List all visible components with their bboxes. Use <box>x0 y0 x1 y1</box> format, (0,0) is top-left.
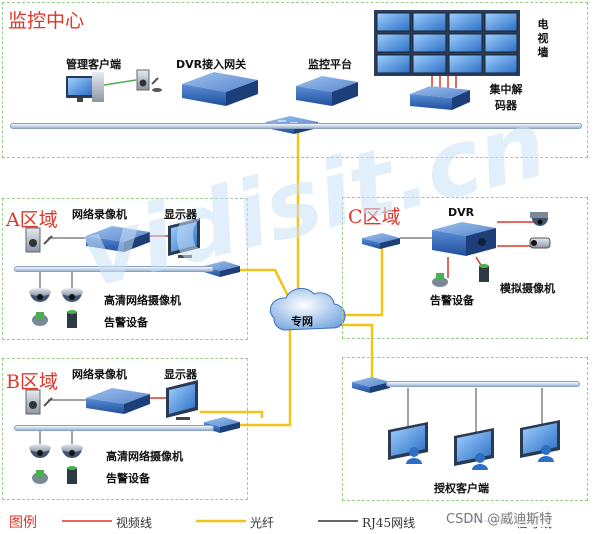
label-hd-camera-a: 高清网络摄像机 <box>104 294 181 307</box>
zone-c-bullet-camera <box>529 237 551 249</box>
legend-fiber: 光纤 <box>250 516 275 530</box>
zone-title-c: C区域 <box>348 206 401 228</box>
fiber-zone-b-to-net <box>236 330 292 427</box>
zone-title-monitor-center: 监控中心 <box>8 10 85 32</box>
label-mgmt-client: 管理客户端 <box>66 58 121 71</box>
fiber-links <box>200 132 384 427</box>
label-nvr-b: 网络录像机 <box>72 368 127 381</box>
label-alarm-b: 告警设备 <box>106 472 150 485</box>
label-video-wall: 电视墙 <box>537 18 549 59</box>
auth-client-2 <box>454 428 494 470</box>
label-alarm-c: 告警设备 <box>430 294 474 307</box>
fiber-zone-a-to-net <box>236 268 292 301</box>
zone-a-nvr <box>86 226 150 252</box>
center-bus <box>10 123 582 129</box>
zone-a-speaker <box>25 227 53 253</box>
video-wall <box>374 10 520 76</box>
zone-b-display <box>166 380 198 420</box>
zone-c-alarm-2 <box>479 264 489 282</box>
zone-a-bus <box>14 266 214 272</box>
zone-c <box>342 197 588 339</box>
private-network-cloud <box>269 287 346 331</box>
legend-rj45: RJ45网线 <box>362 516 416 530</box>
label-dvr: DVR <box>448 206 475 219</box>
zone-b-bus <box>14 425 214 431</box>
label-alarm-a: 告警设备 <box>104 316 148 329</box>
zone-title-a: A区域 <box>6 209 58 231</box>
zone-a-alarm-1 <box>32 312 48 326</box>
auth-client-1 <box>388 422 428 464</box>
label-analog-camera: 模拟摄像机 <box>500 282 555 295</box>
zone-b-nvr <box>86 388 150 414</box>
label-monitor-platform: 监控平台 <box>308 58 352 71</box>
legend-title: 图例 <box>9 515 37 531</box>
monitor-platform-device <box>296 76 358 106</box>
zone-b-alarm-2 <box>67 466 77 484</box>
zone-b-speaker <box>25 389 53 415</box>
zone-c-switch <box>362 233 400 249</box>
fiber-display-b-to-net <box>200 410 264 418</box>
zone-c-alarm-1 <box>432 273 448 287</box>
zone-a <box>2 198 248 340</box>
label-hd-camera-b: 高清网络摄像机 <box>106 450 183 463</box>
zone-a-camera-1 <box>29 288 51 302</box>
zone-b-alarm-1 <box>32 470 48 484</box>
label-private-net: 专网 <box>291 315 313 328</box>
label-display-a: 显示器 <box>164 208 197 221</box>
management-pc <box>66 72 104 102</box>
dvr-gateway-device <box>182 72 258 106</box>
fiber-clients-to-net <box>330 323 374 383</box>
zone-a-alarm-2 <box>67 310 77 328</box>
zone-c-dvr <box>432 222 496 256</box>
label-nvr-a: 网络录像机 <box>72 208 127 221</box>
zone-a-display <box>168 218 200 258</box>
zone-b <box>2 358 248 500</box>
auth-client-3 <box>520 420 560 462</box>
mgmt-speaker <box>136 69 162 92</box>
label-decoder: 集中解码器 <box>489 83 523 112</box>
credit-text: CSDN @威迪斯特 <box>444 508 555 527</box>
fiber-zone-c-to-net <box>330 243 384 317</box>
legend-video: 视频线 <box>116 516 153 530</box>
zone-b-camera-1 <box>29 444 51 458</box>
zone-monitor-center <box>2 2 588 158</box>
clients-switch <box>352 377 390 393</box>
decoder-device <box>410 86 470 110</box>
zone-b-camera-2 <box>61 444 83 458</box>
zone-c-dome-camera <box>530 212 548 226</box>
clients-bus <box>386 381 580 387</box>
label-dvr-gateway: DVR接入网关 <box>176 58 247 71</box>
zone-clients <box>342 357 588 501</box>
zone-a-camera-2 <box>61 288 83 302</box>
label-auth-client: 授权客户端 <box>434 482 489 495</box>
label-display-b: 显示器 <box>164 368 197 381</box>
zone-title-b: B区域 <box>6 371 58 393</box>
